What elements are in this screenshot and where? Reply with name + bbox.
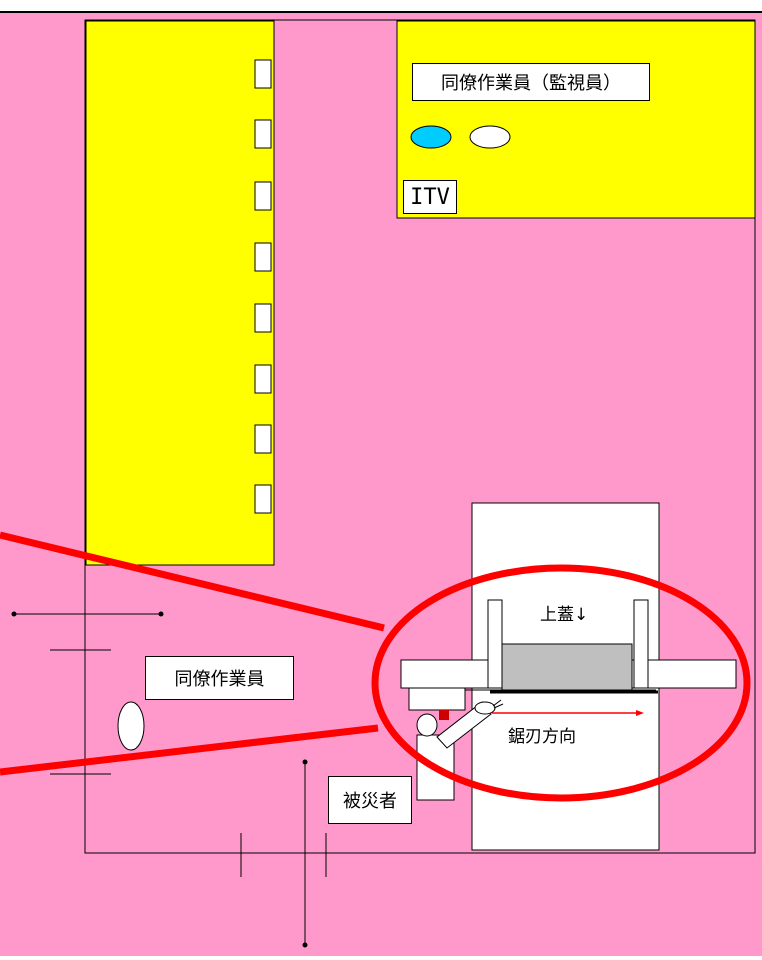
label-coworker-monitor: 同僚作業員（監視員） [412, 63, 650, 101]
label-saw-blade-direction: 鋸刃方向 [508, 727, 576, 747]
machine-head [408, 687, 466, 711]
room-outline [84, 19, 756, 854]
victim-hand [474, 701, 496, 715]
label-upper-lid: 上蓋↓ [540, 605, 589, 625]
shelf-slots [254, 59, 272, 514]
victim-finger [493, 703, 504, 709]
callout-line-upper [0, 531, 385, 632]
red-marker [439, 710, 449, 720]
shelf-slot [254, 181, 272, 211]
callout-line-lower [0, 724, 379, 776]
top-margin [0, 0, 762, 8]
shelf-slot [254, 424, 272, 454]
highlight-circle [371, 564, 751, 802]
shelf-slot [254, 364, 272, 394]
storage-area-yellow [85, 20, 275, 566]
dimension-endpoint [11, 611, 17, 617]
victim-arm [436, 701, 492, 749]
dimension-endpoint [302, 759, 308, 765]
label-coworker: 同僚作業員 [145, 656, 294, 700]
shelf-slot [254, 303, 272, 333]
dimension-endpoint [158, 611, 164, 617]
machine-post-right [633, 599, 649, 689]
shelf-slot [254, 119, 272, 149]
dimension-endpoint [302, 942, 308, 948]
monitor-person-white [469, 125, 511, 149]
coworker-figure [117, 701, 145, 751]
shelf-slot [254, 484, 272, 514]
label-itv: ITV [403, 180, 457, 214]
victim-head [416, 713, 438, 737]
shelf-slot [254, 242, 272, 272]
workpiece-block [501, 643, 633, 691]
label-victim: 被災者 [328, 776, 412, 824]
machine-post-left [487, 599, 503, 689]
monitor-person-cyan [410, 125, 452, 149]
victim-finger [492, 699, 502, 707]
shelf-slot [254, 59, 272, 89]
saw-direction-arrowhead [636, 710, 644, 716]
